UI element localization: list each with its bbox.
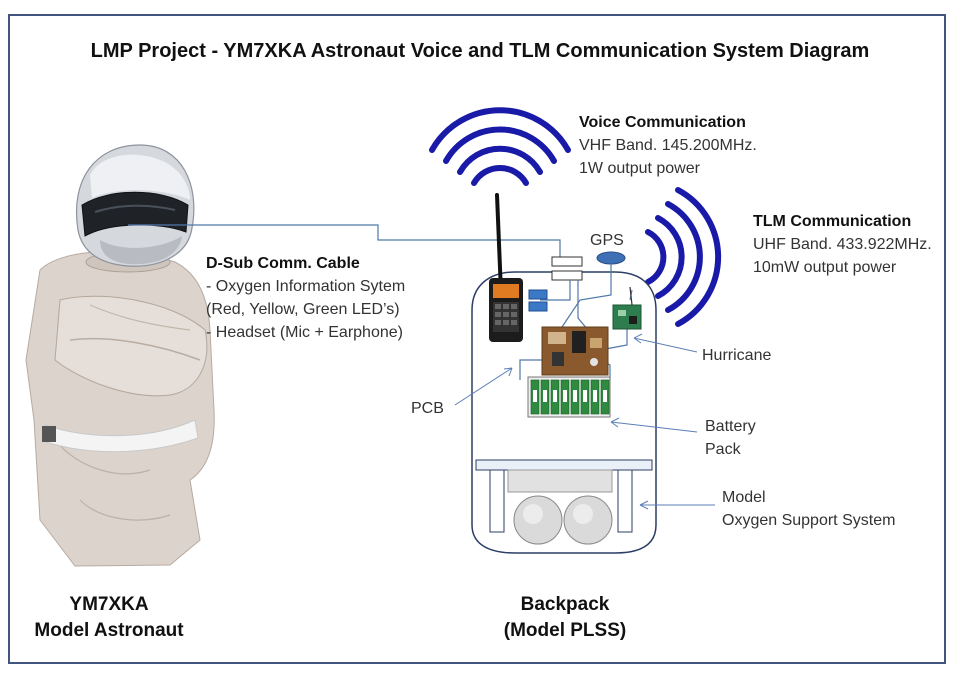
hurricane-label: Hurricane — [702, 347, 772, 364]
astronaut-caption: YM7XKA Model Astronaut — [14, 592, 204, 644]
oxygen-line-1: Model — [722, 489, 766, 506]
leader-arrows — [454, 333, 715, 510]
connector-top-1 — [551, 256, 583, 267]
backpack-caption: Backpack (Model PLSS) — [475, 592, 655, 644]
oxygen-line-2: Oxygen Support System — [722, 512, 896, 529]
battery-pack-label: Battery Pack — [705, 415, 756, 461]
battery-pack — [527, 376, 611, 418]
voice-radio-waves — [429, 107, 571, 186]
dsub-cable-line — [128, 224, 561, 258]
voice-power: 1W output power — [579, 160, 700, 177]
tlm-radio-waves — [645, 187, 722, 327]
tlm-band: UHF Band. 433.922MHz. — [753, 236, 932, 253]
dsub-line-leds: (Red, Yellow, Green LED’s) — [206, 301, 400, 318]
dsub-line-headset: - Headset (Mic + Earphone) — [206, 324, 403, 341]
voice-communication-label: Voice Communication VHF Band. 145.200MHz… — [579, 111, 757, 180]
pcb-label: PCB — [411, 400, 444, 417]
tlm-communication-label: TLM Communication UHF Band. 433.922MHz. … — [753, 210, 932, 279]
battery-line-2: Pack — [705, 441, 741, 458]
gps-label: GPS — [590, 232, 624, 249]
backpack-name: Backpack — [520, 594, 610, 615]
oxygen-tanks — [513, 495, 613, 545]
astronaut-figure — [25, 144, 215, 567]
oxygen-system-label: Model Oxygen Support System — [722, 486, 895, 532]
baofeng-radio — [489, 193, 523, 342]
connector-top-2 — [551, 270, 583, 281]
diagram-title: LMP Project - YM7XKA Astronaut Voice and… — [90, 40, 870, 62]
dsub-heading: D-Sub Comm. Cable — [206, 255, 360, 272]
tlm-power: 10mW output power — [753, 259, 897, 276]
dsub-line-oxygen: - Oxygen Information Sytem — [206, 278, 406, 295]
gps-module — [596, 251, 626, 265]
dsub-cable-label: D-Sub Comm. Cable - Oxygen Information S… — [206, 252, 405, 344]
battery-line-1: Battery — [705, 418, 756, 435]
voice-band: VHF Band. 145.200MHz. — [579, 137, 757, 154]
hurricane-board — [612, 286, 642, 330]
radio-connectors — [528, 289, 548, 312]
astronaut-callsign: YM7XKA — [69, 594, 149, 615]
pcb-board — [541, 326, 609, 376]
astronaut-description: Model Astronaut — [34, 620, 184, 641]
voice-heading: Voice Communication — [579, 114, 746, 131]
backpack-description: (Model PLSS) — [503, 620, 627, 641]
tlm-heading: TLM Communication — [753, 213, 912, 230]
